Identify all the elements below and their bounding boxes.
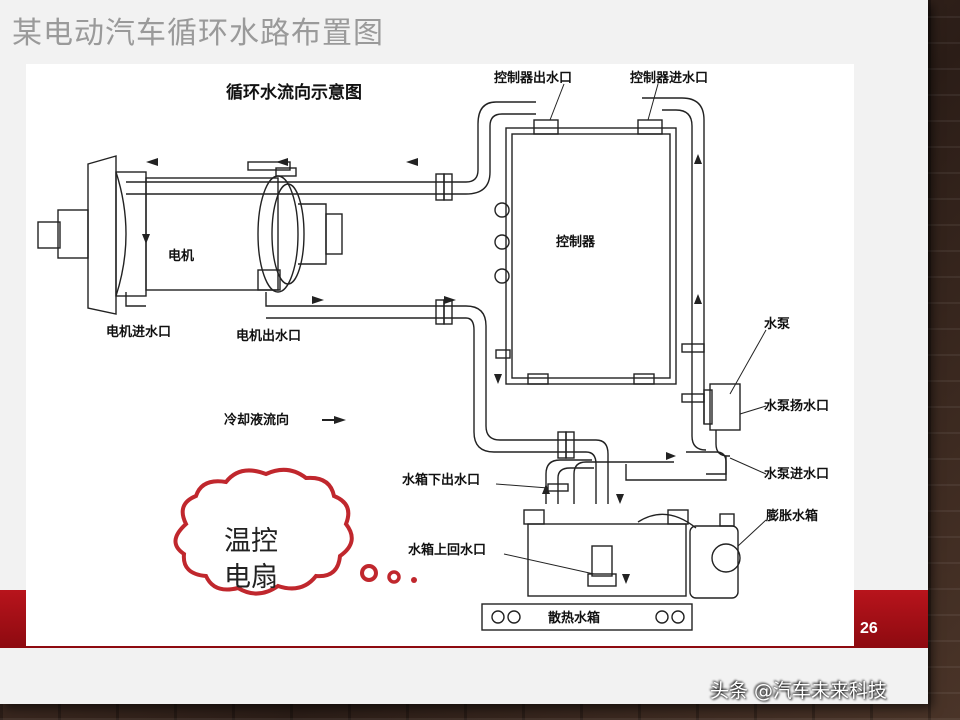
label-pump-outlet: 水泵扬水口 [764, 398, 829, 414]
motor-drawing [37, 155, 343, 315]
expansion-tank-drawing [637, 513, 741, 599]
leader-lines [495, 83, 767, 575]
callout-line1: 温控 [224, 526, 278, 557]
callout-line2: 电扇 [224, 562, 278, 593]
coolant-diagram: 循环水流向示意图 电机 电机进水口 电机出水口 控制器 控制器出水口 控制器进水… [37, 70, 829, 631]
controller-drawing [494, 119, 677, 385]
diagram-area: 循环水流向示意图 电机 电机进水口 电机出水口 控制器 控制器出水口 控制器进水… [26, 64, 854, 646]
label-controller-inlet: 控制器进水口 [630, 70, 708, 86]
slide: 某电动汽车循环水路布置图 26 [0, 0, 928, 704]
label-expansion-tank: 膨胀水箱 [765, 508, 818, 524]
slide-title: 某电动汽车循环水路布置图 [12, 16, 384, 51]
label-tank-lower-outlet: 水箱下出水口 [402, 472, 480, 488]
label-controller: 控制器 [556, 234, 596, 250]
label-coolant-flow: 冷却液流向 [224, 412, 289, 428]
flow-arrows [142, 154, 702, 584]
label-pump-inlet: 水泵进水口 [764, 466, 829, 482]
label-pump: 水泵 [764, 316, 790, 332]
label-controller-outlet: 控制器出水口 [494, 70, 572, 86]
label-tank-upper-return: 水箱上回水口 [408, 542, 486, 558]
callout-cloud: 温控 电扇 [173, 467, 417, 596]
label-motor-inlet: 电机进水口 [106, 324, 171, 340]
label-motor: 电机 [168, 248, 194, 264]
page-number: 26 [860, 620, 878, 637]
watermark: 头条 @汽车未来科技 [710, 680, 888, 702]
diagram-heading: 循环水流向示意图 [226, 82, 362, 103]
label-motor-outlet: 电机出水口 [236, 328, 301, 344]
radiator-drawing [481, 509, 693, 631]
label-radiator: 散热水箱 [548, 610, 600, 626]
